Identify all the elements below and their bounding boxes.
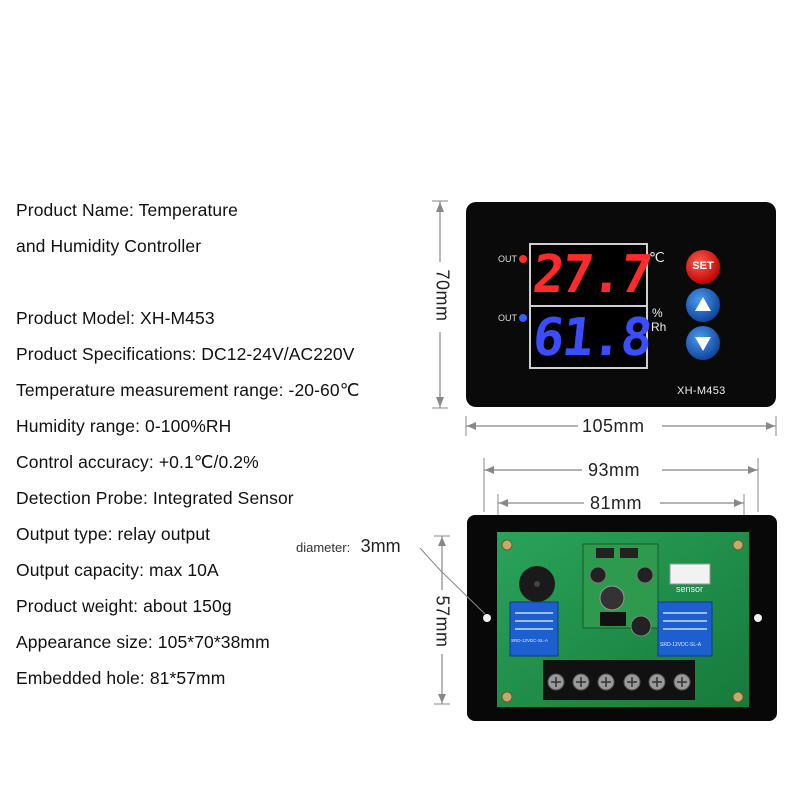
relay-right-label: SRD-12VDC-SL-A <box>660 642 702 648</box>
spec-line: Product Model: XH-M453 <box>16 308 215 328</box>
out-label-hum: OUT <box>498 313 517 323</box>
temp-unit: ℃ <box>649 249 665 265</box>
height-dimension-label: 70mm <box>432 269 453 322</box>
spec-line: Control accuracy: +0.1℃/0.2% <box>16 452 259 472</box>
mount-hole-left <box>483 614 491 622</box>
spec-line: Humidity range: 0-100%RH <box>16 416 232 436</box>
back-panel <box>419 458 777 721</box>
front-panel <box>431 200 777 438</box>
out-led-temp <box>519 255 527 263</box>
spec-line: Product Specifications: DC12-24V/AC220V <box>16 344 355 364</box>
terminal-block <box>543 660 695 700</box>
sensor-connector <box>669 563 711 585</box>
diameter-label: diameter: 3mm <box>296 536 401 557</box>
spec-line: and Humidity Controller <box>16 236 202 256</box>
spec-line: Appearance size: 105*70*38mm <box>16 632 270 652</box>
hum-unit-rh: Rh <box>651 320 667 334</box>
mount-hole-right <box>754 614 762 622</box>
relay-left-label: SRD-12VDC-SL-A <box>511 638 549 643</box>
humidity-readout: 61.8 <box>529 308 654 368</box>
spec-line: Output type: relay output <box>16 524 211 544</box>
set-button-label[interactable]: SET <box>692 260 714 272</box>
diameter-caption: diameter: <box>296 540 351 555</box>
hum-unit-percent: % <box>652 306 663 320</box>
diameter-value: 3mm <box>360 536 401 556</box>
spec-line: Detection Probe: Integrated Sensor <box>16 488 294 508</box>
set-button <box>686 250 720 284</box>
spec-line: Output capacity: max 10A <box>16 560 219 580</box>
dim-81-label: 81mm <box>590 493 643 513</box>
spec-line: Temperature measurement range: -20-60℃ <box>16 380 360 400</box>
up-arrow-icon <box>695 297 711 311</box>
out-led-hum <box>519 314 527 322</box>
terminal-screws <box>547 673 691 691</box>
sensor-label: sensor <box>676 584 704 594</box>
spec-line: Embedded hole: 81*57mm <box>16 668 226 688</box>
temperature-readout: 27.7 <box>529 245 654 305</box>
dim-57-label: 57mm <box>432 595 453 648</box>
spec-line: Product Name: Temperature <box>16 200 239 220</box>
spec-line: Product weight: about 150g <box>16 596 232 616</box>
dim-93-label: 93mm <box>588 460 641 480</box>
model-label: XH-M453 <box>677 385 726 397</box>
out-label-temp: OUT <box>498 254 517 264</box>
width-dimension-label: 105mm <box>582 416 645 436</box>
down-arrow-icon <box>695 337 711 351</box>
